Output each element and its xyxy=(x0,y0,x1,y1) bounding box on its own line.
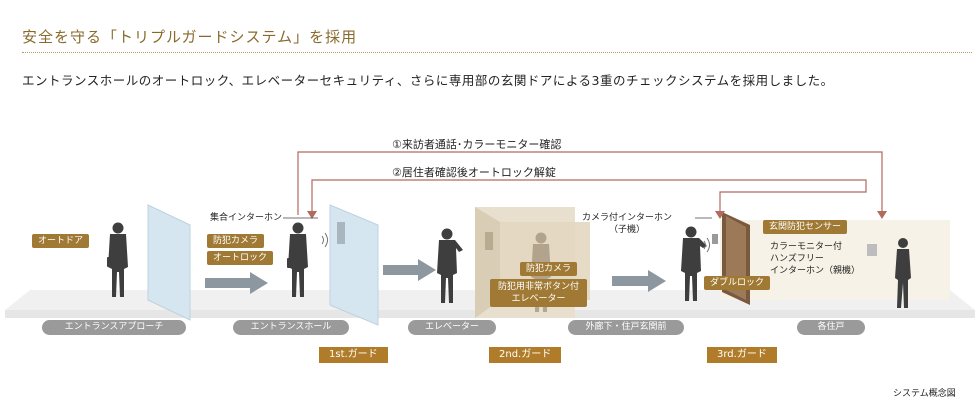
guard-1st: 1st.ガード xyxy=(319,347,388,363)
label-color-monitor-intercom: カラーモニター付 ハンズフリー インターホン（親機） xyxy=(770,242,861,276)
route-line-2 xyxy=(311,179,867,214)
tag-elevator-emergency-button: 防犯用非常ボタン付 エレベーター xyxy=(490,279,588,307)
tag-double-lock: ダブルロック xyxy=(704,276,771,290)
flow-arrow-1 xyxy=(205,272,268,294)
heading-divider xyxy=(22,52,972,53)
tag-security-camera-2: 防犯カメラ xyxy=(520,262,578,276)
indoor-monitor xyxy=(867,244,877,256)
guard-2nd: 2nd.ガード xyxy=(489,347,562,363)
place-residence: 各住戸 xyxy=(797,320,865,335)
page-heading: 安全を守る「トリプルガードシステム」を採用 xyxy=(22,28,358,46)
caption: システム概念図 xyxy=(893,389,956,399)
label-collective-intercom: 集合インターホン xyxy=(210,213,283,223)
guard-3rd: 3rd.ガード xyxy=(707,347,777,363)
signal-icon xyxy=(321,232,710,253)
route-line-1 xyxy=(297,151,883,215)
label-camera-intercom: カメラ付インターホン （子機） xyxy=(582,213,673,235)
route-label-1: ①来訪者通話･カラーモニター確認 xyxy=(392,138,562,151)
place-elevator: エレベーター xyxy=(408,320,496,335)
intercom-panel-hall xyxy=(337,222,345,244)
tag-security-camera-1: 防犯カメラ xyxy=(207,234,265,248)
route-label-2: ②居住者確認後オートロック解錠 xyxy=(392,166,556,179)
tag-auto-door: オートドア xyxy=(32,234,90,248)
flow-arrow-2 xyxy=(383,259,436,281)
place-entrance-hall: エントランスホール xyxy=(233,320,349,335)
tag-entrance-sensor: 玄関防犯センサー xyxy=(763,220,848,234)
place-corridor-front: 外廊下・住戸玄関前 xyxy=(568,320,684,335)
place-entrance-approach: エントランスアプローチ xyxy=(42,320,186,335)
intro-text: エントランスホールのオートロック、エレベーターセキュリティ、さらに専用部の玄関ド… xyxy=(22,73,834,88)
tag-auto-lock: オートロック xyxy=(207,251,274,265)
person-silhouette xyxy=(107,222,911,308)
glass-door-approach xyxy=(147,204,191,321)
flow-arrow-3 xyxy=(612,270,666,292)
